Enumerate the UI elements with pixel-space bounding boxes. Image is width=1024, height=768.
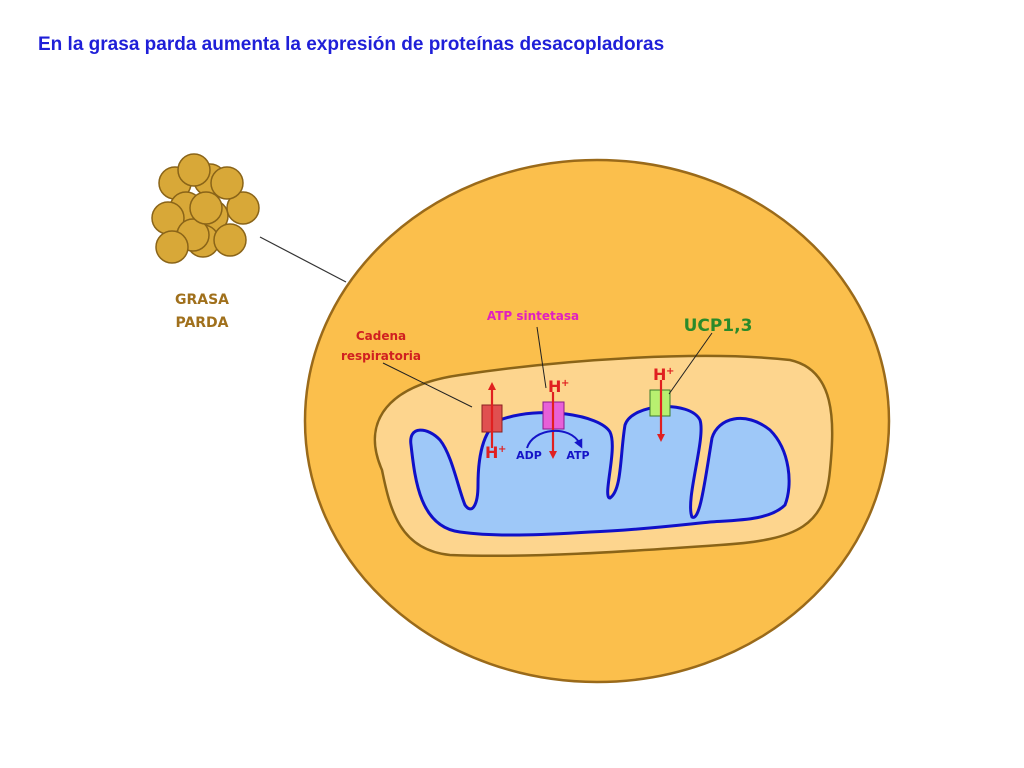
proton-label-atp-synthase: H + xyxy=(548,377,569,396)
adp-to-atp-arrow xyxy=(526,429,583,449)
atp-sintetasa-label: ATP sintetasa xyxy=(487,309,579,323)
proton-label-respiratory: H + xyxy=(485,443,506,462)
ucp-label: UCP1,3 xyxy=(684,316,753,336)
cadena-pointer-line xyxy=(382,362,473,408)
brown-fat-cluster xyxy=(151,153,260,264)
fat-droplet xyxy=(213,223,247,257)
proton-h: H xyxy=(548,377,561,396)
fat-droplet xyxy=(177,153,211,187)
cadena-respiratoria-label-line2: respiratoria xyxy=(341,349,421,363)
slide-title: En la grasa parda aumenta la expresión d… xyxy=(38,34,665,55)
ucp-pointer-line xyxy=(668,332,713,395)
proton-plus: + xyxy=(666,366,674,377)
grasa-parda-label-line1: GRASA xyxy=(175,292,229,308)
cadena-respiratoria-label-line1: Cadena xyxy=(356,329,406,343)
grasa-parda-label-line2: PARDA xyxy=(175,315,228,331)
proton-plus: + xyxy=(498,444,506,455)
fat-droplet xyxy=(210,166,244,200)
mitochondrial-matrix xyxy=(409,405,791,537)
adp-label: ADP xyxy=(516,449,542,462)
proton-h: H xyxy=(485,443,498,462)
fat-droplet xyxy=(226,191,260,225)
proton-h: H xyxy=(653,365,666,384)
atp-label: ATP xyxy=(566,449,589,462)
fat-droplet xyxy=(155,230,189,264)
atp-sintetasa-pointer-line xyxy=(536,326,547,389)
proton-label-ucp: H + xyxy=(653,365,674,384)
zoom-connector-line xyxy=(259,236,347,283)
fat-droplet xyxy=(189,191,223,225)
proton-plus: + xyxy=(561,378,569,389)
